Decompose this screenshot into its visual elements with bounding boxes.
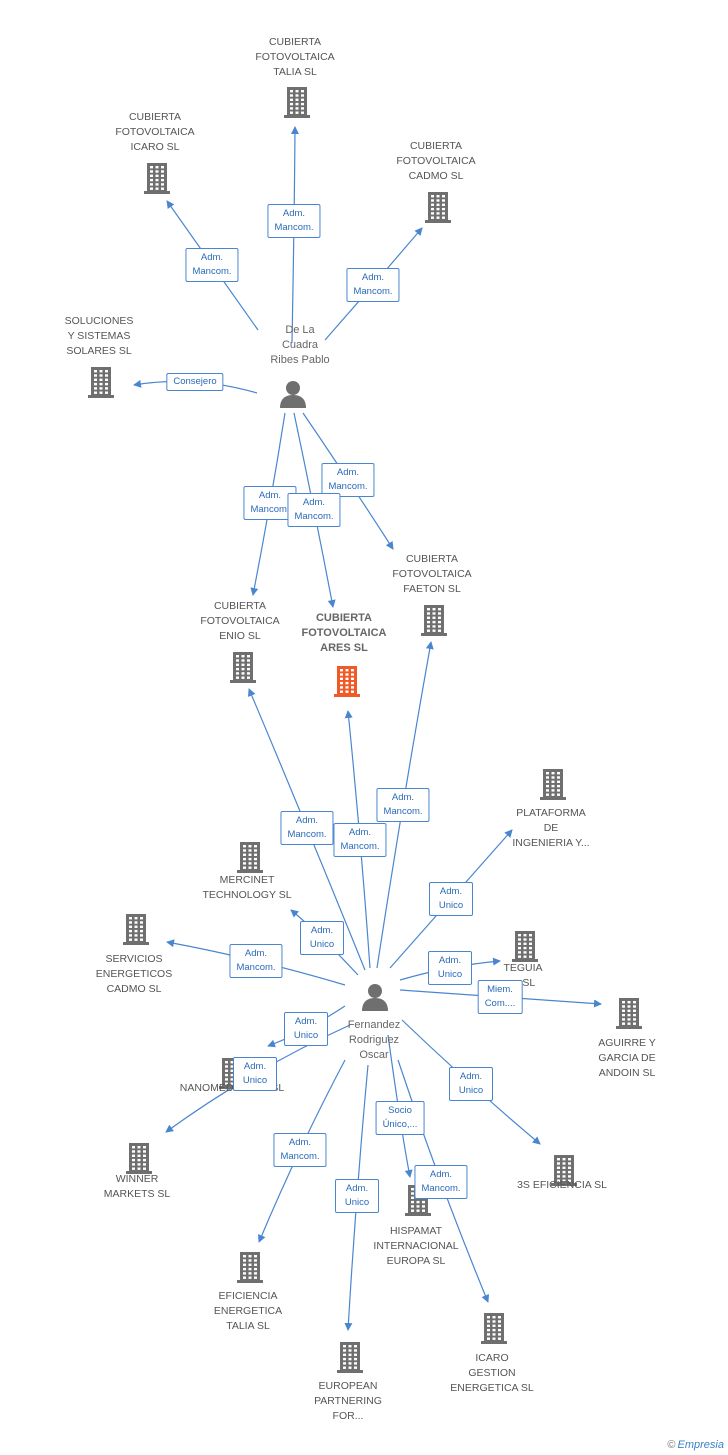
- relation-label-p2-faeton[interactable]: Adm. Mancom.: [376, 788, 430, 822]
- building-icon: [540, 769, 566, 800]
- relation-label-p2-3s[interactable]: Adm. Unico: [449, 1067, 493, 1101]
- brand-name: Empresia: [677, 1439, 724, 1451]
- relation-label-p1-faeton[interactable]: Adm. Mancom.: [321, 463, 375, 497]
- relation-label-p2-hispamat[interactable]: Socio Único,...: [375, 1101, 425, 1135]
- building-icon: [230, 652, 256, 683]
- company-node-soluciones[interactable]: [86, 365, 116, 404]
- building-icon: [334, 666, 360, 697]
- building-icon: [88, 367, 114, 398]
- relation-label-p1-icaro[interactable]: Adm. Mancom.: [185, 248, 239, 282]
- relation-label-p1-ares[interactable]: Adm. Mancom.: [287, 493, 341, 527]
- person-node-p2[interactable]: [360, 982, 390, 1017]
- person-node-p1[interactable]: [278, 379, 308, 414]
- building-icon: [237, 1252, 263, 1283]
- relation-label-p1-talia[interactable]: Adm. Mancom.: [267, 204, 321, 238]
- relation-label-p2-mercinet[interactable]: Adm. Unico: [300, 921, 344, 955]
- building-icon: [616, 998, 642, 1029]
- company-node-3s[interactable]: [549, 1153, 579, 1192]
- company-node-plataforma[interactable]: [538, 767, 568, 806]
- building-icon: [337, 1342, 363, 1373]
- company-node-enio[interactable]: [228, 650, 258, 689]
- person-icon: [362, 984, 388, 1011]
- company-node-talia[interactable]: [282, 85, 312, 124]
- person-icon: [280, 381, 306, 408]
- building-icon: [284, 87, 310, 118]
- company-node-ares[interactable]: [332, 664, 362, 703]
- building-icon: [126, 1143, 152, 1174]
- company-node-mercinet[interactable]: [235, 840, 265, 879]
- relation-label-p2-ares[interactable]: Adm. Mancom.: [333, 823, 387, 857]
- building-icon: [512, 931, 538, 962]
- relation-label-p2-enio[interactable]: Adm. Mancom.: [280, 811, 334, 845]
- company-node-faeton[interactable]: [419, 603, 449, 642]
- relation-label-p2-winner[interactable]: Adm. Unico: [233, 1057, 277, 1091]
- building-icon: [425, 192, 451, 223]
- relation-label-p1-soluciones[interactable]: Consejero: [166, 373, 224, 391]
- company-node-icaro[interactable]: [142, 161, 172, 200]
- relation-label-p1-cadmo[interactable]: Adm. Mancom.: [346, 268, 400, 302]
- relation-label-p2-teguia[interactable]: Adm. Unico: [428, 951, 472, 985]
- watermark: ©Empresia: [667, 1439, 724, 1451]
- company-node-servicios[interactable]: [121, 912, 151, 951]
- company-node-icarogest[interactable]: [479, 1311, 509, 1350]
- relation-label-p2-nanomed[interactable]: Adm. Unico: [284, 1012, 328, 1046]
- company-node-cadmo[interactable]: [423, 190, 453, 229]
- relation-label-p2-european[interactable]: Adm. Unico: [335, 1179, 379, 1213]
- relation-label-p2-servicios[interactable]: Adm. Mancom.: [229, 944, 283, 978]
- company-node-aguirre[interactable]: [614, 996, 644, 1035]
- company-node-eficiencia[interactable]: [235, 1250, 265, 1289]
- relation-label-p2-aguirre[interactable]: Miem. Com....: [477, 980, 523, 1014]
- building-icon: [144, 163, 170, 194]
- relation-label-p2-plataforma[interactable]: Adm. Unico: [429, 882, 473, 916]
- company-node-winner[interactable]: [124, 1141, 154, 1180]
- building-icon: [237, 842, 263, 873]
- relation-label-p2-icarogest[interactable]: Adm. Mancom.: [414, 1165, 468, 1199]
- building-icon: [481, 1313, 507, 1344]
- company-node-european[interactable]: [335, 1340, 365, 1379]
- building-icon: [421, 605, 447, 636]
- relation-label-p2-eficiencia[interactable]: Adm. Mancom.: [273, 1133, 327, 1167]
- building-icon: [551, 1155, 577, 1186]
- copyright-symbol: ©: [667, 1439, 676, 1451]
- company-node-teguia[interactable]: [510, 929, 540, 968]
- building-icon: [123, 914, 149, 945]
